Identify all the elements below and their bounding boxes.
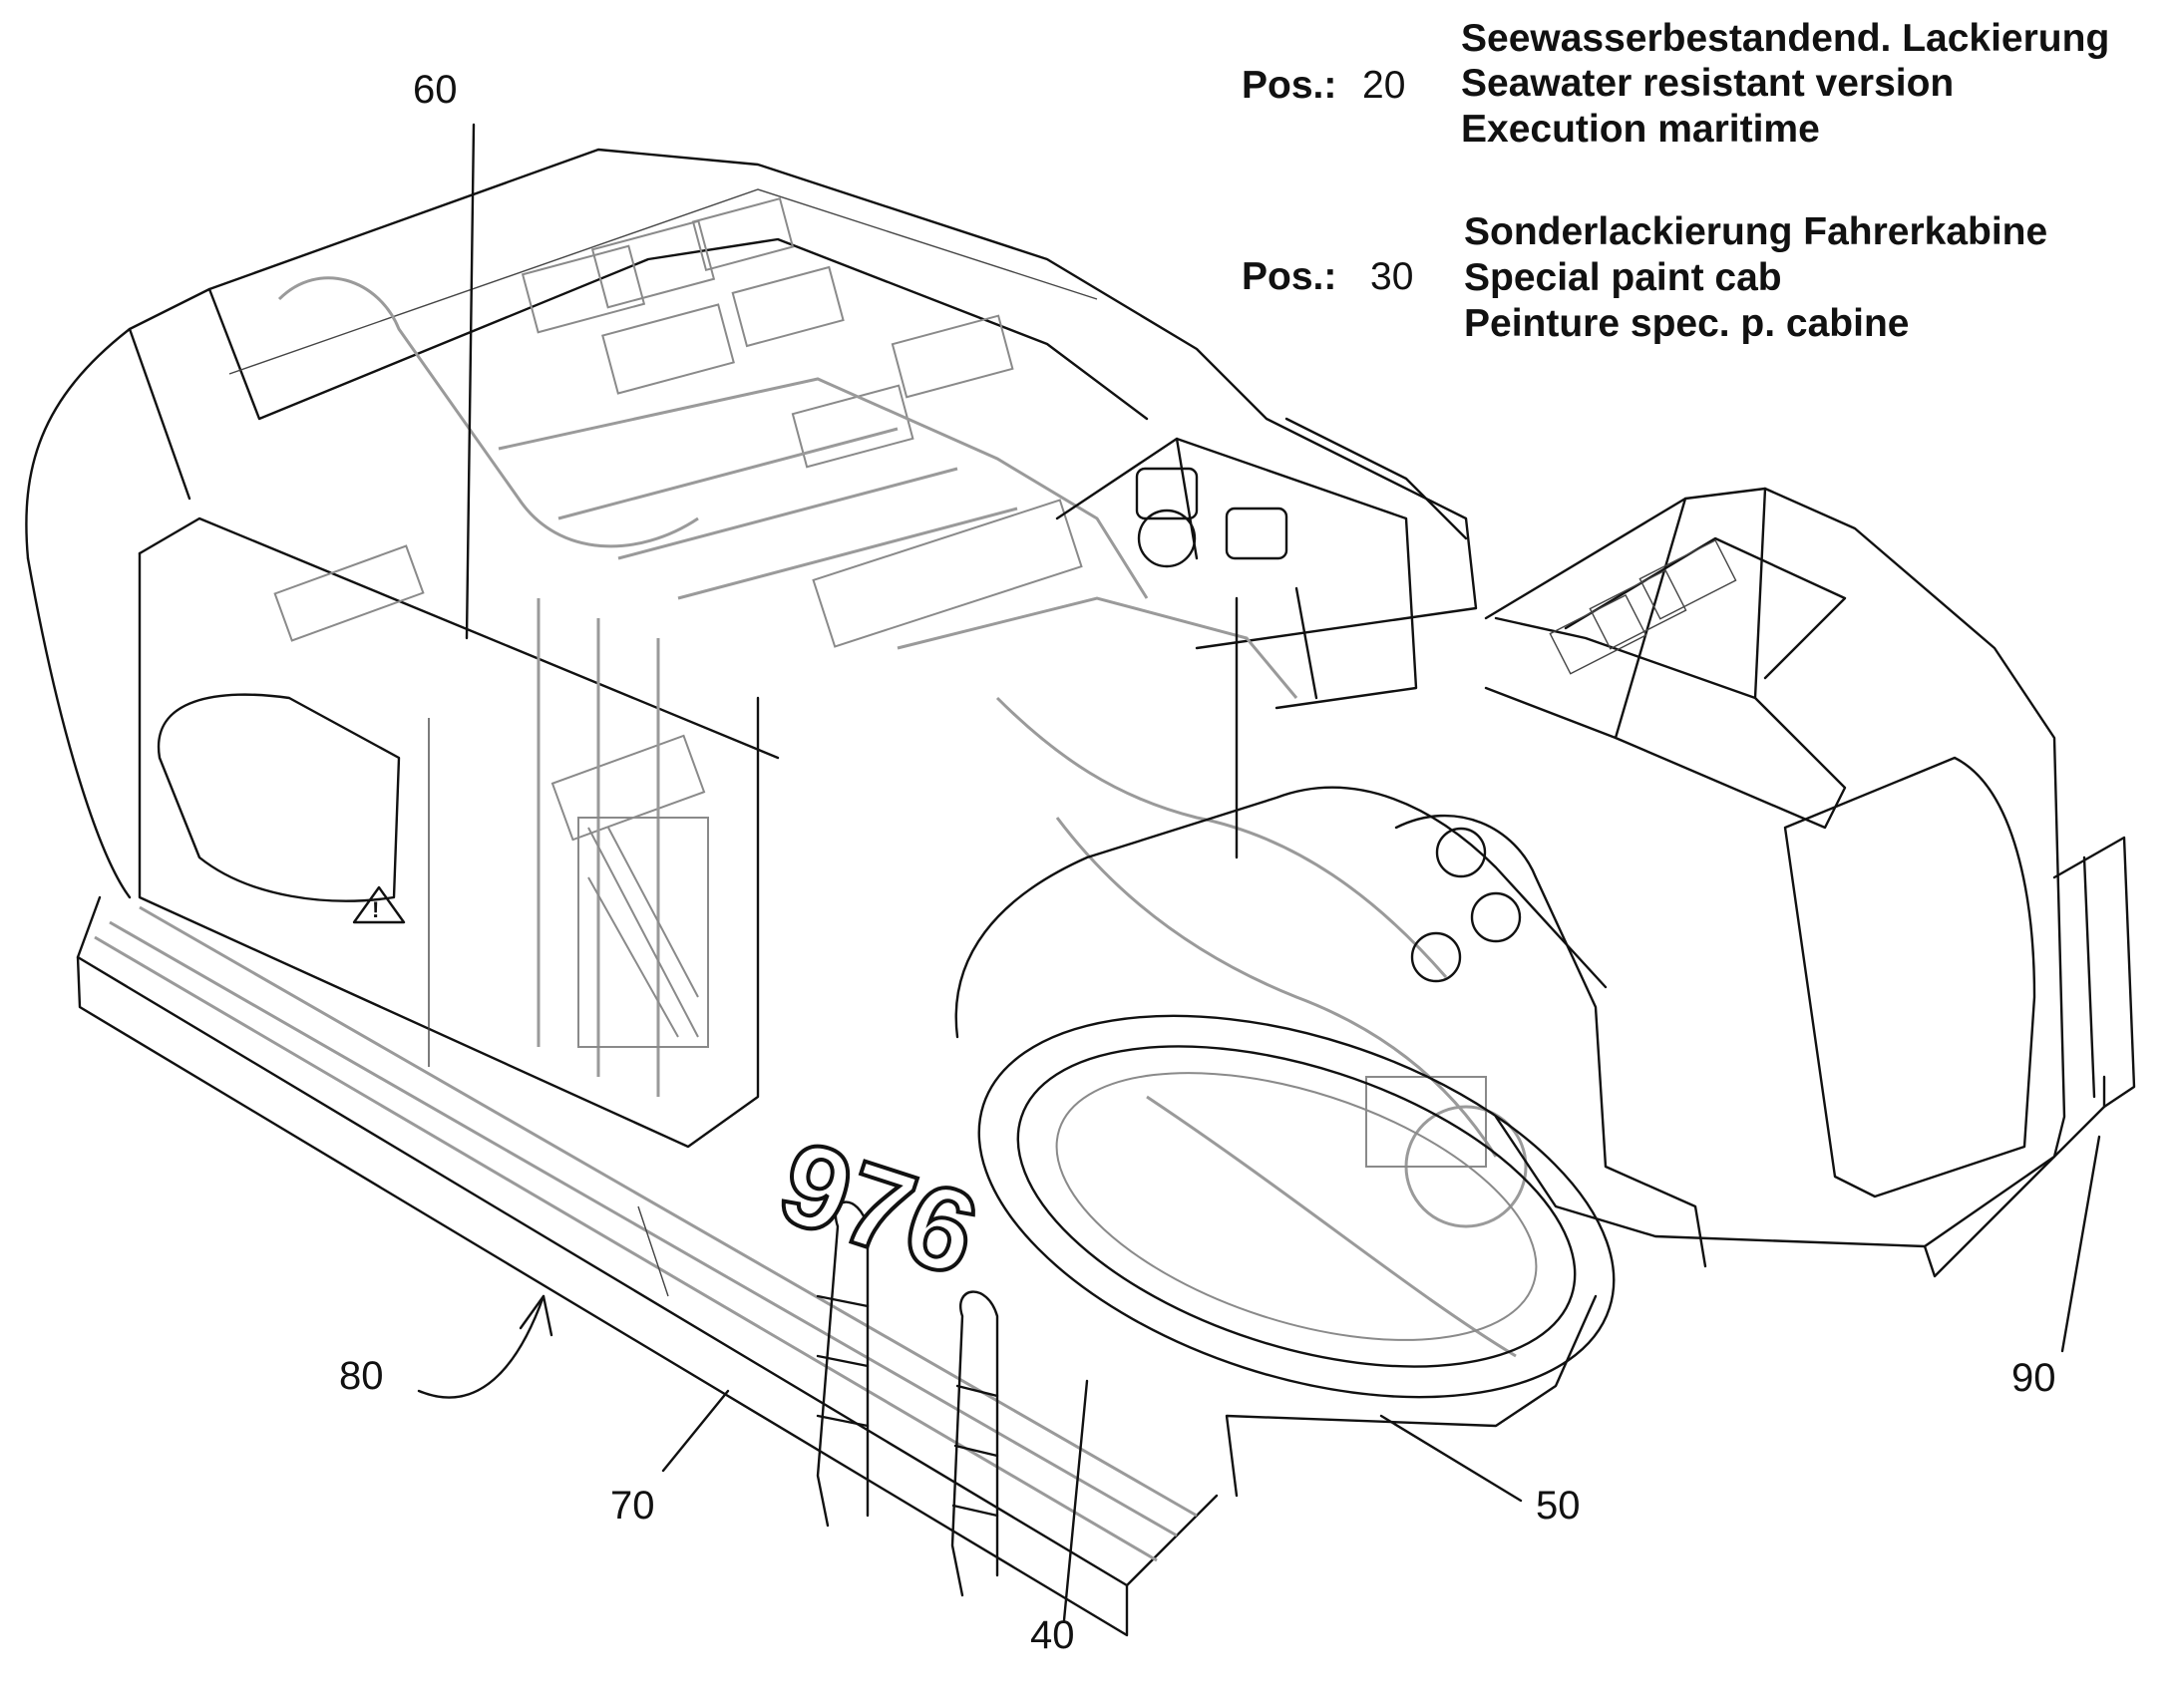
- note-line-german: Seewasserbestandend. Lackierung: [1461, 17, 2110, 60]
- note-line-german: Sonderlackierung Fahrerkabine: [1464, 210, 2048, 253]
- leader-80-arrowhead: [519, 1294, 553, 1337]
- pos-label: Pos.:: [1242, 255, 1337, 298]
- leader-70: [661, 1389, 730, 1473]
- leader-60: [465, 123, 476, 640]
- side-walkway-70: [76, 895, 1219, 1637]
- access-ladder: [816, 1200, 999, 1597]
- callout-50: 50: [1536, 1484, 1581, 1528]
- callout-90: 90: [2011, 1356, 2056, 1400]
- engine-and-piping: [277, 276, 1528, 1358]
- callout-60: 60: [413, 68, 458, 112]
- callout-80: 80: [339, 1354, 384, 1398]
- note-line-english: Special paint cab: [1464, 256, 1782, 299]
- leader-80-arrow: [417, 1294, 545, 1399]
- warning-exclamation-icon: !: [372, 897, 379, 922]
- pos-number: 20: [1362, 64, 1406, 107]
- callout-40: 40: [1030, 1613, 1075, 1657]
- swing-bearing-ring: [977, 1014, 1616, 1399]
- warning-triangle-icon: [352, 885, 406, 924]
- operator-cab: [1484, 487, 2136, 1278]
- leader-lines: [417, 123, 2101, 1622]
- pos-number: 30: [1370, 255, 1414, 298]
- note-line-english: Seawater resistant version: [1461, 62, 1955, 105]
- boom-foot-frame: [954, 786, 1707, 1498]
- leader-50: [1379, 1414, 1523, 1503]
- note-line-french: Execution maritime: [1461, 108, 1820, 151]
- hood-air-grilles: [273, 196, 1083, 842]
- leader-90: [2060, 1135, 2101, 1353]
- upper-platform-equipment: [1055, 417, 1468, 859]
- note-line-french: Peinture spec. p. cabine: [1464, 302, 1910, 345]
- leader-40: [1062, 1379, 1089, 1622]
- engine-hood-outline: [25, 148, 1478, 1149]
- model-badge: 976: [763, 1114, 994, 1303]
- pos-label: Pos.:: [1242, 64, 1337, 107]
- model-number-text: 976: [765, 1116, 992, 1301]
- callout-70: 70: [610, 1484, 655, 1528]
- rear-side-door: !: [157, 693, 406, 924]
